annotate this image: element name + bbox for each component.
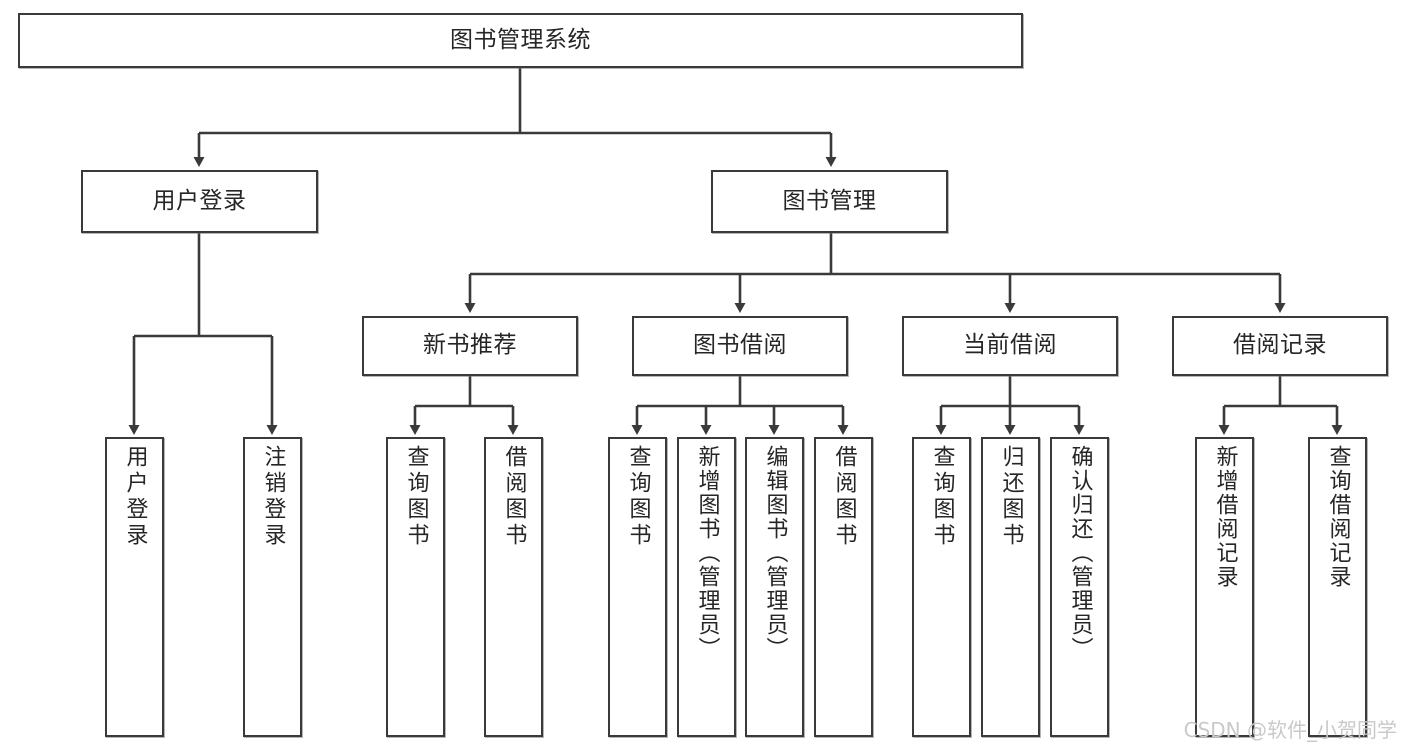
leaf-query-book-2[interactable]: 查询图书: [608, 437, 667, 737]
leaf-return-book[interactable]: 归还图书: [981, 437, 1040, 737]
leaf-logout-login-label: 注销登录: [260, 445, 286, 549]
leaf-user-login-label: 用户登录: [122, 445, 148, 549]
node-borrow-record-label: 借阅记录: [1233, 332, 1327, 359]
leaf-query-book-3-label: 查询图书: [929, 445, 955, 549]
node-book-manage-label: 图书管理: [782, 187, 877, 214]
leaf-confirm-return[interactable]: 确认归还（管理员）: [1050, 437, 1109, 737]
node-root[interactable]: 图书管理系统: [18, 13, 1023, 68]
leaf-add-record[interactable]: 新增借阅记录: [1195, 437, 1254, 737]
leaf-query-book-1[interactable]: 查询图书: [386, 437, 445, 737]
node-user-login-label: 用户登录: [152, 187, 247, 214]
node-new-book-recommend[interactable]: 新书推荐: [362, 316, 578, 376]
node-root-label: 图书管理系统: [450, 26, 591, 53]
leaf-logout-login[interactable]: 注销登录: [243, 437, 302, 737]
leaf-edit-book[interactable]: 编辑图书（管理员）: [745, 437, 804, 737]
node-current-borrow[interactable]: 当前借阅: [902, 316, 1118, 376]
node-book-manage[interactable]: 图书管理: [711, 170, 948, 233]
leaf-edit-book-label: 编辑图书（管理员）: [762, 445, 788, 661]
leaf-return-book-label: 归还图书: [998, 445, 1024, 549]
leaf-add-book-label: 新增图书（管理员）: [694, 445, 720, 661]
node-current-borrow-label: 当前借阅: [963, 332, 1057, 359]
leaf-borrow-book-2[interactable]: 借阅图书: [814, 437, 873, 737]
leaf-query-book-3[interactable]: 查询图书: [912, 437, 971, 737]
leaf-query-record[interactable]: 查询借阅记录: [1308, 437, 1367, 737]
leaf-confirm-return-label: 确认归还（管理员）: [1067, 445, 1093, 661]
node-borrow-record[interactable]: 借阅记录: [1172, 316, 1388, 376]
node-book-borrow[interactable]: 图书借阅: [632, 316, 848, 376]
node-new-book-recommend-label: 新书推荐: [423, 332, 517, 359]
leaf-borrow-book-2-label: 借阅图书: [831, 445, 857, 549]
node-user-login[interactable]: 用户登录: [81, 170, 318, 233]
leaf-user-login[interactable]: 用户登录: [105, 437, 164, 737]
leaf-borrow-book-1[interactable]: 借阅图书: [484, 437, 543, 737]
leaf-query-book-2-label: 查询图书: [625, 445, 651, 549]
node-book-borrow-label: 图书借阅: [693, 332, 787, 359]
leaf-add-book[interactable]: 新增图书（管理员）: [677, 437, 736, 737]
leaf-borrow-book-1-label: 借阅图书: [501, 445, 527, 549]
leaf-query-record-label: 查询借阅记录: [1325, 445, 1351, 589]
leaf-query-book-1-label: 查询图书: [403, 445, 429, 549]
leaf-add-record-label: 新增借阅记录: [1212, 445, 1238, 589]
